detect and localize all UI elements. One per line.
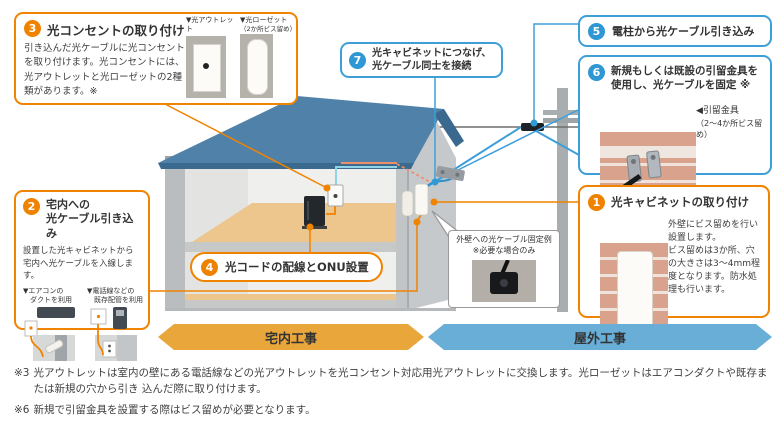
- optical-outlet-photo-label: ▼光アウトレット: [186, 16, 234, 33]
- optical-outlet-device: [327, 184, 344, 207]
- step-3-box: 3 光コンセントの取り付け 引き込んだ光ケーブルに光コンセントを取り付けます。光…: [14, 12, 298, 105]
- step-1-body: 外壁にビス留めを行い設置します。 ビス留めは3か所、穴の大きさは3〜4mm程度と…: [668, 220, 760, 296]
- cabinet-photo: [600, 243, 668, 333]
- footnotes: ※3 光アウトレットは室内の壁にある電話線などの光アウトレットを光コンセント対応…: [14, 366, 770, 418]
- footnote-3: ※3 光アウトレットは室内の壁にある電話線などの光アウトレットを光コンセント対応…: [14, 366, 770, 398]
- indoor-work-label: 宅内工事: [264, 331, 317, 347]
- roof: [158, 96, 444, 163]
- anchor-bracket-caption-sub: （2〜4か所ビス留め）: [696, 119, 763, 139]
- anchor-bracket-device: [436, 166, 465, 182]
- wall-fixing-bubble-text: 外壁への光ケーブル固定例 ※必要な場合のみ: [456, 235, 552, 255]
- cable-closure: [521, 123, 544, 131]
- step-1-box: 1 光キャビネットの取り付け 外壁にビス留めを行い設置します。 ビス留めは3か所…: [578, 185, 770, 333]
- phone-conduit-illustration: [90, 306, 137, 361]
- step-5-box: 5 電柱から光ケーブル引き込み: [578, 15, 772, 47]
- gable-wall: [408, 116, 456, 310]
- outdoor-work-banner: 屋外工事: [428, 324, 772, 350]
- optical-rosette-photo: [240, 33, 273, 98]
- footnote-6-text: 新規で引留金具を設置する際はビス留めが必要となります。: [33, 403, 316, 416]
- step-1-title: 光キャビネットの取り付け: [611, 195, 749, 209]
- wall-fixing-bubble: 外壁への光ケーブル固定例 ※必要な場合のみ: [448, 230, 560, 308]
- step-7-number: 7: [349, 51, 366, 69]
- anchor-bracket-caption: ◀引留金具: [696, 106, 739, 116]
- step-7-title: 光キャビネットにつなげ、 光ケーブル同士を接続: [372, 48, 492, 72]
- utility-pole: [543, 88, 585, 312]
- step-4-number: 4: [201, 258, 218, 276]
- optical-rosette-photo-sublabel: （2か所ビス留め）: [240, 24, 297, 33]
- step-2-title: 宅内への 光ケーブル引き込み: [46, 198, 134, 240]
- step-5-title: 電柱から光ケーブル引き込み: [612, 25, 755, 38]
- optical-outlet-photo: [186, 35, 226, 98]
- indoor-blue-cable: [335, 166, 397, 185]
- house: [158, 96, 464, 311]
- optical-cabinet-device: [401, 183, 429, 217]
- footnote-3-label: ※3: [14, 367, 30, 379]
- step-4-title: 光コードの配線とONU設置: [225, 260, 369, 274]
- step-5-number: 5: [588, 22, 605, 40]
- through-wall-dashed-cable: [396, 163, 431, 183]
- house-scene-illustration: [150, 23, 623, 312]
- step-6-number: 6: [588, 64, 605, 81]
- left-wall: [165, 160, 185, 310]
- wall-fixing-photo: [472, 259, 536, 302]
- footnote-6-label: ※6: [14, 403, 30, 416]
- footnote-6: ※6 新規で引留金具を設置する際はビス留めが必要となります。: [14, 403, 770, 419]
- outlet-to-onu-cable: [326, 206, 336, 215]
- step-6-box: 6 新規もしくは既設の引留金具を 使用し、光ケーブルを固定 ※ ◀引留金具 （2…: [578, 55, 772, 205]
- outdoor-work-label: 屋外工事: [573, 331, 626, 347]
- step-3-title: 光コンセントの取り付け: [47, 23, 185, 38]
- step-2-box: 2 宅内への 光ケーブル引き込み 設置した光キャビネットから 宅内へ光ケーブルを…: [14, 190, 150, 361]
- step-3-body: 引き込んだ光ケーブルに光コンセントを取り付けます。光コンセントには、光アウトレッ…: [24, 43, 185, 97]
- step-1-number: 1: [588, 194, 605, 211]
- step-2-body: 設置した光キャビネットから 宅内へ光ケーブルを入線します。: [23, 245, 134, 282]
- upper-floor: [192, 203, 406, 242]
- onu-device: [302, 196, 327, 229]
- aircon-duct-illustration: [24, 306, 75, 361]
- aircon-duct-label: ▼エアコンの ダクトを利用: [23, 287, 72, 304]
- step-3-number: 3: [24, 20, 41, 37]
- step-7-box: 7 光キャビネットにつなげ、 光ケーブル同士を接続: [340, 42, 503, 78]
- step-4-box: 4 光コードの配線とONU設置: [190, 252, 383, 282]
- step-6-title: 新規もしくは既設の引留金具を 使用し、光ケーブルを固定 ※: [611, 65, 758, 92]
- phone-conduit-label: ▼電話線などの 既存配管を利用: [87, 287, 143, 304]
- indoor-work-banner: 宅内工事: [158, 324, 424, 350]
- step-2-number: 2: [23, 198, 40, 215]
- optical-rosette-photo-label: ▼光ローゼット: [240, 16, 288, 24]
- footnote-3-text: 光アウトレットは室内の壁にある電話線などの光アウトレットを光コンセント対応用光ア…: [33, 367, 768, 395]
